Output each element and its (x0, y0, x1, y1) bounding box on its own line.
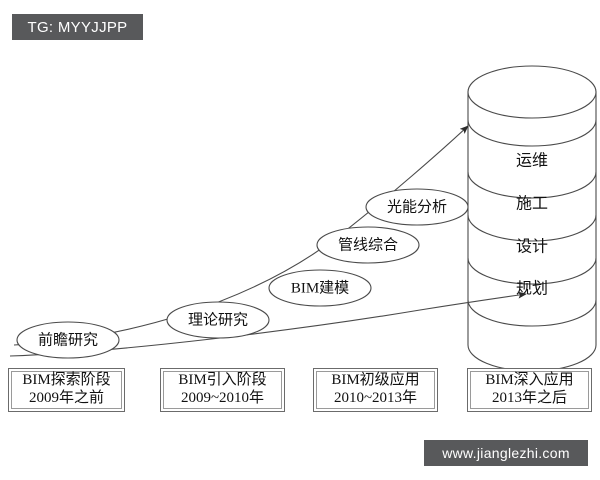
cylinder-top (467, 65, 597, 119)
cylinder-divider-2 (467, 171, 597, 199)
milestone-label-3: 管线综合 (338, 236, 398, 253)
site-watermark: www.jianglezhi.com (424, 440, 588, 466)
phase-box-1: BIM引入阶段 2009~2010年 (160, 368, 285, 412)
cylinder-divider-1 (467, 119, 597, 147)
phase-period-2: 2010~2013年 (333, 390, 418, 406)
tg-badge-label: TG: MYYJJPP (27, 18, 128, 36)
phase-box-2: BIM初级应用 2010~2013年 (313, 368, 438, 412)
cylinder-layer-label-1: 施工 (516, 195, 548, 213)
phase-box-inner-3: BIM深入应用 2013年之后 (470, 371, 589, 409)
cylinder-divider-3 (467, 214, 597, 242)
phase-period-0: 2009年之前 (28, 390, 104, 406)
cylinder-layer-label-0: 运维 (516, 152, 548, 170)
phase-box-inner-0: BIM探索阶段 2009年之前 (11, 371, 122, 409)
cylinder-divider-4 (467, 257, 597, 285)
cylinder-body (467, 91, 597, 372)
watermark-label: www.jianglezhi.com (442, 445, 570, 461)
phase-period-3: 2013年之后 (491, 390, 567, 406)
milestone-ellipse-0 (16, 321, 120, 359)
phase-title-3: BIM深入应用 (485, 372, 574, 389)
phase-title-1: BIM引入阶段 (178, 372, 267, 389)
milestone-ellipse-4 (365, 188, 469, 226)
phase-box-inner-2: BIM初级应用 2010~2013年 (316, 371, 435, 409)
cylinder-layer-label-2: 设计 (516, 238, 548, 256)
phase-title-0: BIM探索阶段 (22, 372, 111, 389)
milestone-ellipse-3 (316, 226, 420, 264)
milestone-ellipse-2 (268, 269, 372, 307)
milestone-label-4: 光能分析 (387, 198, 447, 215)
milestone-label-0: 前瞻研究 (38, 331, 98, 348)
milestone-label-2: BIM建模 (291, 279, 349, 296)
phase-title-2: BIM初级应用 (331, 372, 420, 389)
phase-period-1: 2009~2010年 (180, 390, 265, 406)
phase-box-inner-1: BIM引入阶段 2009~2010年 (163, 371, 282, 409)
milestone-group: 前瞻研究 理论研究 BIM建模 管线综合 光能分析 (16, 188, 469, 359)
milestone-ellipse-1 (166, 301, 270, 339)
phase-box-3: BIM深入应用 2013年之后 (467, 368, 592, 412)
cylinder-divider-5 (467, 299, 597, 327)
phase-box-0: BIM探索阶段 2009年之前 (8, 368, 125, 412)
milestone-label-1: 理论研究 (188, 311, 248, 328)
tg-badge: TG: MYYJJPP (12, 14, 143, 40)
cylinder-stack: 运维 施工 设计 规划 (467, 65, 597, 372)
